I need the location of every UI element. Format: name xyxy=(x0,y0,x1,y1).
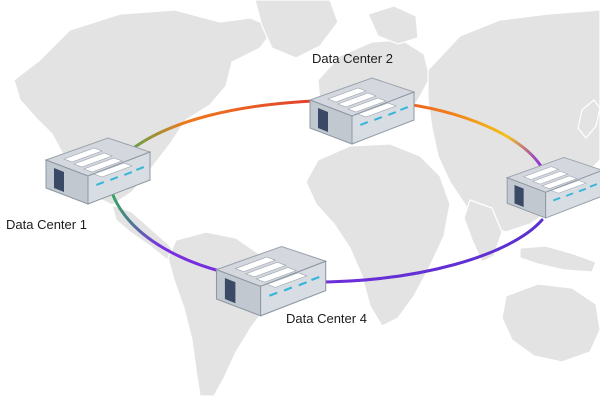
continent-africa xyxy=(305,143,451,327)
data-center-4-label: Data Center 4 xyxy=(286,311,367,326)
continent-indonesia xyxy=(519,245,597,273)
data-center-1-label: Data Center 1 xyxy=(6,217,87,232)
continent-australia xyxy=(501,283,600,363)
continent-scandinavia xyxy=(367,5,419,45)
continent-india xyxy=(463,199,503,263)
continent-japan xyxy=(577,99,600,139)
continent-greenland xyxy=(254,0,339,59)
data-center-2-label: Data Center 2 xyxy=(312,51,393,66)
